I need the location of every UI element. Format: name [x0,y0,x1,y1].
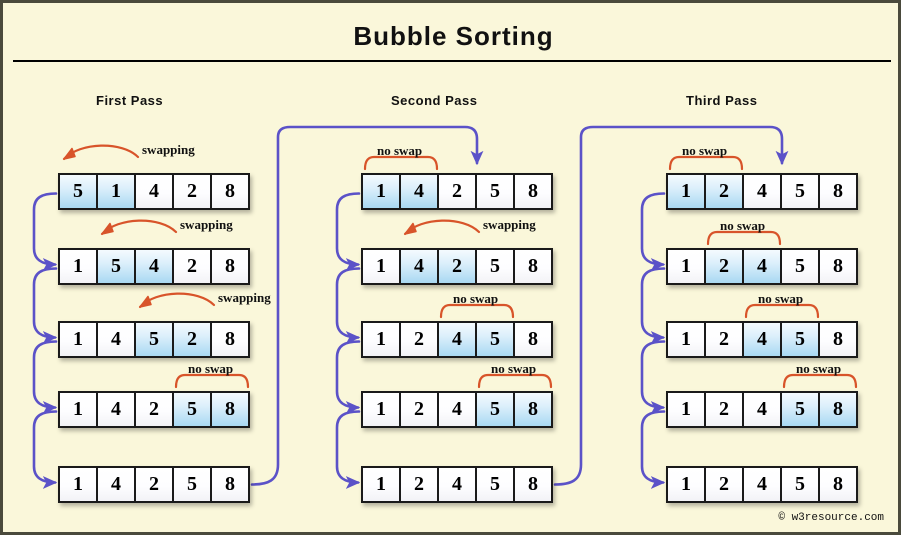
array-cell: 8 [818,173,858,210]
array-cell: 2 [704,391,744,428]
array-cell: 2 [704,173,744,210]
array-cell: 5 [134,321,174,358]
array-cell: 8 [818,391,858,428]
no-swap-label: no swap [491,361,537,376]
connector-layer [32,125,789,489]
array-cell: 1 [666,173,706,210]
array-cell: 8 [210,391,250,428]
copyright-notice: © w3resource.com [778,512,884,524]
array-cell: 5 [780,321,820,358]
array-cell: 4 [96,321,136,358]
array-cell: 1 [58,391,98,428]
array-cell: 5 [475,391,515,428]
no-swap-label: no swap [377,143,423,158]
pass-label-2: Second Pass [391,93,478,108]
array-cell: 4 [742,391,782,428]
array-cell: 4 [437,391,477,428]
no-swap-label: no swap [188,361,234,376]
array-cell: 8 [818,321,858,358]
pass-label-1: First Pass [96,93,164,108]
array-cell: 5 [780,248,820,285]
array-cell: 5 [58,173,98,210]
array-cell: 1 [96,173,136,210]
array-cell: 4 [742,248,782,285]
array-cell: 5 [780,466,820,503]
array-cell: 4 [134,248,174,285]
array-cell: 5 [475,173,515,210]
array-cell: 8 [210,466,250,503]
array-cell: 8 [513,466,553,503]
array-cell: 2 [704,466,744,503]
array-cell: 8 [818,466,858,503]
no-swap-label: no swap [720,218,766,233]
array-cell: 8 [513,173,553,210]
array-cell: 8 [513,321,553,358]
array-cell: 4 [742,321,782,358]
array-cell: 1 [666,321,706,358]
pass-label-3: Third Pass [686,93,758,108]
page-title: Bubble Sorting [353,21,554,51]
array-cell: 1 [361,248,401,285]
array-cell: 1 [666,391,706,428]
array-cell: 2 [704,248,744,285]
array-cell: 4 [96,466,136,503]
array-cell: 8 [210,321,250,358]
swapping-label: swapping [142,142,195,157]
array-cell: 4 [134,173,174,210]
array-cell: 4 [399,173,439,210]
array-cell: 2 [437,173,477,210]
swapping-label: swapping [218,290,271,305]
swapping-label: swapping [483,217,536,232]
array-cell: 8 [210,173,250,210]
array-cell: 2 [134,466,174,503]
swapping-label: swapping [180,217,233,232]
array-cell: 2 [399,466,439,503]
array-cell: 2 [172,321,212,358]
array-cell: 2 [134,391,174,428]
no-swap-label: no swap [758,291,804,306]
array-cell: 4 [96,391,136,428]
array-cell: 8 [210,248,250,285]
no-swap-label: no swap [453,291,499,306]
no-swap-label: no swap [682,143,728,158]
array-cell: 1 [361,391,401,428]
array-cell: 8 [513,248,553,285]
array-cell: 2 [437,248,477,285]
array-cell: 8 [513,391,553,428]
no-swap-label: no swap [796,361,842,376]
array-cell: 8 [818,248,858,285]
title-divider [13,60,891,62]
annotation-layer [62,144,858,389]
array-cell: 5 [475,466,515,503]
